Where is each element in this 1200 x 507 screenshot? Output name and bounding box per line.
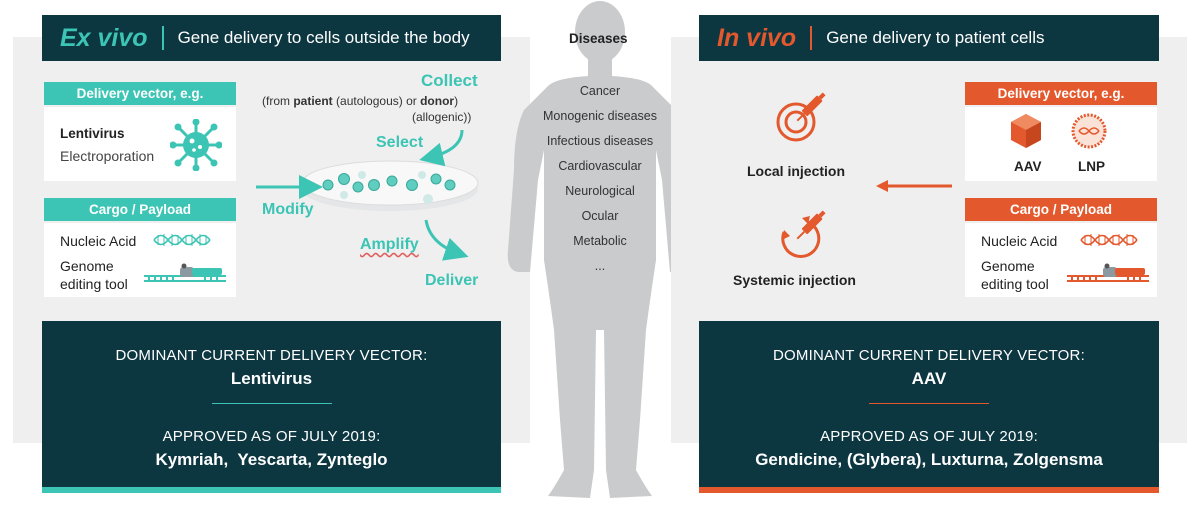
virus-icon bbox=[170, 119, 222, 171]
ex-vivo-vector-label: Delivery vector, e.g. bbox=[44, 82, 236, 105]
vector-item-lnp: LNP bbox=[1078, 159, 1105, 174]
ex-vivo-approved-value: Kymriah, Yescarta, Zynteglo bbox=[42, 450, 501, 470]
ex-vivo-approved-label: APPROVED AS OF JULY 2019: bbox=[42, 428, 501, 445]
in-vivo-approved-value: Gendicine, (Glybera), Luxturna, Zolgensm… bbox=[699, 450, 1159, 470]
ex-vivo-summary-box: DOMINANT CURRENT DELIVERY VECTOR: Lentiv… bbox=[42, 321, 501, 493]
systemic-injection-label: Systemic injection bbox=[733, 272, 856, 288]
step-deliver: Deliver bbox=[425, 272, 478, 290]
genome-editing-icon bbox=[1067, 263, 1149, 283]
local-injection-icon bbox=[774, 88, 834, 144]
header-divider bbox=[810, 26, 812, 50]
diseases-title: Diseases bbox=[569, 31, 628, 46]
in-vivo-summary-box: DOMINANT CURRENT DELIVERY VECTOR: AAV AP… bbox=[699, 321, 1159, 493]
collect-note: (from patient (autologous) or donor) bbox=[262, 94, 458, 108]
collect-note-suffix: ) bbox=[454, 94, 458, 108]
ex-vivo-vector-box: Lentivirus Electroporation bbox=[44, 107, 236, 181]
delivery-arrow bbox=[876, 178, 954, 194]
process-arrows bbox=[250, 120, 490, 270]
ex-vivo-divider bbox=[212, 403, 332, 404]
in-vivo-dominant-value: AAV bbox=[699, 369, 1159, 389]
genome-editing-icon bbox=[144, 263, 226, 283]
in-vivo-divider bbox=[869, 403, 989, 404]
cargo-nucleic-acid: Nucleic Acid bbox=[60, 233, 136, 249]
dna-icon bbox=[152, 231, 212, 249]
ex-vivo-header: Ex vivo Gene delivery to cells outside t… bbox=[42, 15, 501, 61]
ex-vivo-cargo-box: Nucleic Acid Genome editing tool bbox=[44, 223, 236, 297]
lnp-icon bbox=[1071, 113, 1107, 149]
local-injection-label: Local injection bbox=[747, 163, 845, 179]
in-vivo-header: In vivo Gene delivery to patient cells bbox=[699, 15, 1159, 61]
disease-item: Cancer bbox=[520, 84, 680, 109]
in-vivo-vector-label: Delivery vector, e.g. bbox=[965, 82, 1157, 105]
ex-vivo-subtitle: Gene delivery to cells outside the body bbox=[178, 28, 470, 48]
step-collect: Collect bbox=[421, 71, 478, 91]
in-vivo-cargo-box: Nucleic Acid Genome editing tool bbox=[965, 223, 1157, 297]
vector-item-lentivirus: Lentivirus bbox=[60, 126, 125, 141]
in-vivo-cargo-label: Cargo / Payload bbox=[965, 198, 1157, 221]
disease-item: Monogenic diseases bbox=[520, 109, 680, 134]
ex-vivo-title: Ex vivo bbox=[42, 24, 148, 53]
systemic-injection-icon bbox=[774, 206, 834, 264]
header-divider bbox=[162, 26, 164, 50]
diseases-list: Cancer Monogenic diseases Infectious dis… bbox=[520, 84, 680, 284]
disease-item: Metabolic bbox=[520, 234, 680, 259]
in-vivo-approved-label: APPROVED AS OF JULY 2019: bbox=[699, 428, 1159, 445]
collect-note-mid: (autologous) or bbox=[336, 94, 417, 108]
disease-item: ... bbox=[520, 259, 680, 284]
cargo-nucleic-acid: Nucleic Acid bbox=[981, 233, 1057, 249]
vector-item-electroporation: Electroporation bbox=[60, 148, 154, 164]
cargo-genome-editing: Genome editing tool bbox=[60, 257, 146, 293]
ex-vivo-dominant-value: Lentivirus bbox=[42, 369, 501, 389]
disease-item: Cardiovascular bbox=[520, 159, 680, 184]
in-vivo-title: In vivo bbox=[699, 24, 796, 53]
disease-item: Ocular bbox=[520, 209, 680, 234]
collect-arrow bbox=[428, 130, 462, 158]
ex-vivo-cargo-label: Cargo / Payload bbox=[44, 198, 236, 221]
in-vivo-subtitle: Gene delivery to patient cells bbox=[826, 28, 1044, 48]
in-vivo-vector-box: AAV LNP bbox=[965, 107, 1157, 181]
collect-note-patient: patient bbox=[293, 94, 332, 108]
dna-icon bbox=[1079, 231, 1139, 249]
vector-item-aav: AAV bbox=[1014, 159, 1042, 174]
deliver-arrow bbox=[426, 220, 460, 254]
aav-icon bbox=[1009, 113, 1043, 149]
ex-vivo-dominant-label: DOMINANT CURRENT DELIVERY VECTOR: bbox=[42, 347, 501, 364]
collect-note-donor: donor bbox=[420, 94, 454, 108]
collect-note-prefix: (from bbox=[262, 94, 290, 108]
disease-item: Neurological bbox=[520, 184, 680, 209]
cargo-genome-editing: Genome editing tool bbox=[981, 257, 1067, 293]
in-vivo-dominant-label: DOMINANT CURRENT DELIVERY VECTOR: bbox=[699, 347, 1159, 364]
disease-item: Infectious diseases bbox=[520, 134, 680, 159]
